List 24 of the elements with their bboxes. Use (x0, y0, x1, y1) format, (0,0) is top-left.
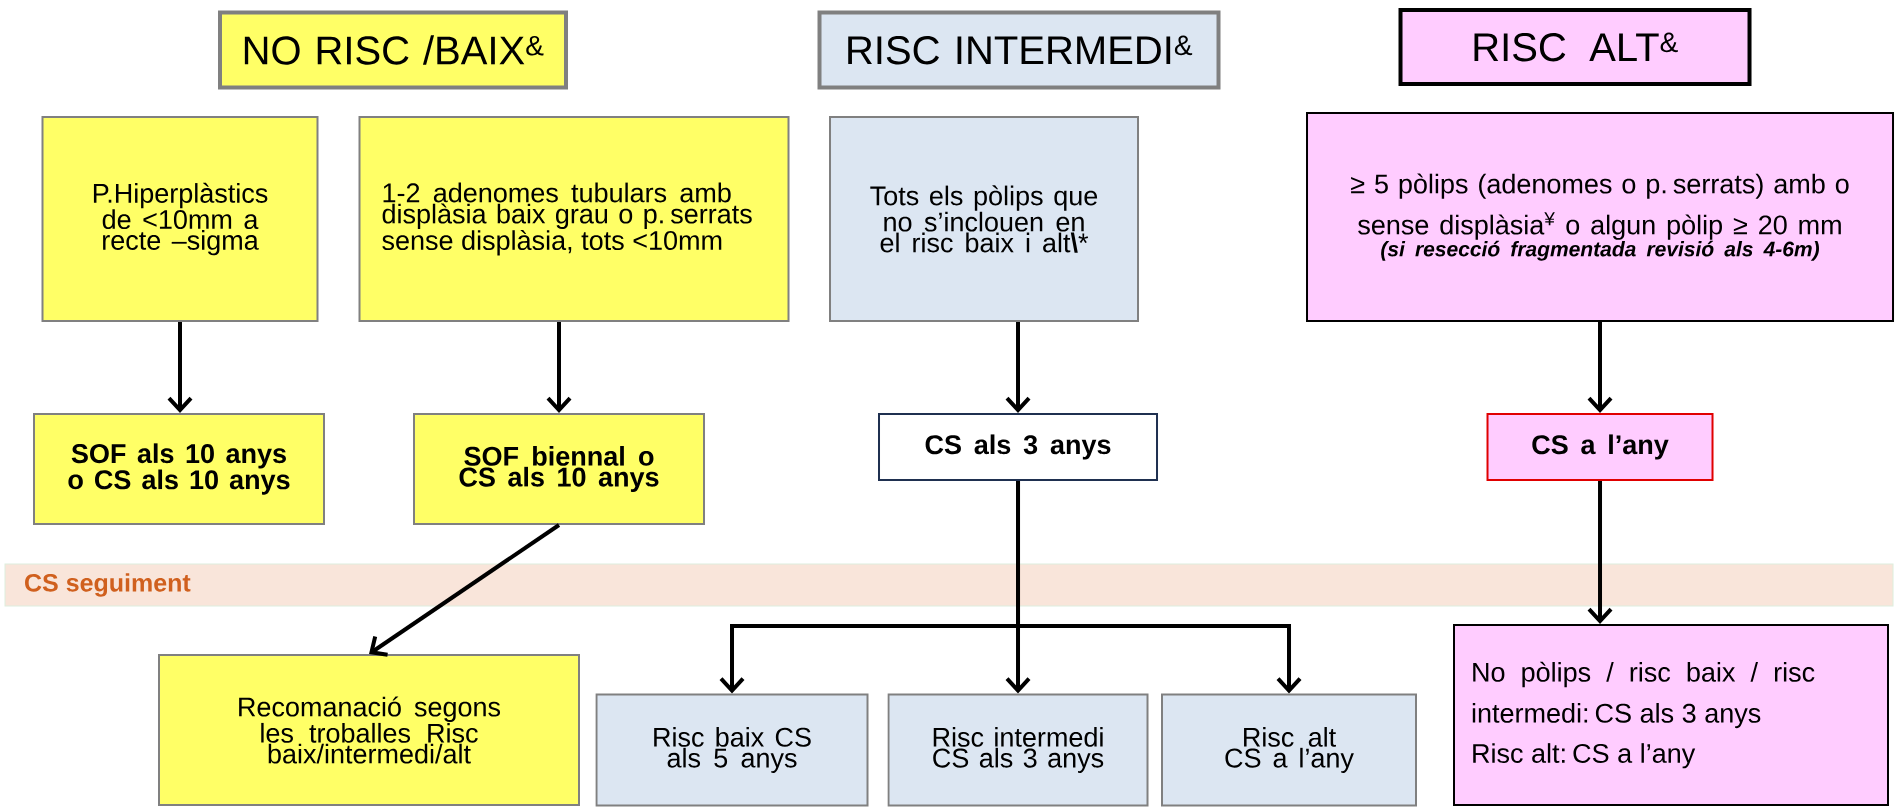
arrow (1587, 481, 1613, 624)
category-header: RISC ALT$^{&}$ (1398, 8, 1752, 86)
followup-box: No pòlips / risc baix / risc intermedi: CS als 3 anys Risc alt: CS a l’any (1453, 624, 1889, 806)
arrow (1587, 322, 1613, 413)
arrow (167, 322, 193, 413)
recommendation-box: CS a l’any (1486, 413, 1714, 481)
recommendation-box: CS als 3 anys (878, 413, 1158, 481)
arrow (1016, 481, 1302, 694)
arrow (1005, 322, 1031, 413)
criteria-box: P.Hiperplàstics de <10mm a recte –sigma (41, 116, 319, 322)
recommendation-box: SOF biennal o CS als 10 anys (413, 413, 705, 525)
criteria-box: 1-2 adenomes tubulars amb displàsia baix grau o p. serrats sense displàsia, tots <10mm (358, 116, 790, 322)
arrow (369, 523, 561, 657)
followup-box: Risc alt CS a l’any (1161, 693, 1417, 807)
criteria-box: Tots els pòlips que no s’inclouen en el risc baix i alt\* (829, 116, 1139, 322)
arrow (546, 322, 572, 413)
category-header: RISC INTERMEDI$^{&}$ (817, 10, 1221, 90)
followup-box: Risc intermedi CS als 3 anys (887, 693, 1149, 807)
recommendation-box: SOF als 10 anys o CS als 10 anys (33, 413, 325, 525)
followup-box: Risc baix CS als 5 anys (595, 693, 869, 807)
criteria-box: ≥ 5 pòlips (adenomes o p. serrats) amb o sense displàsia$^{¥}$ o algun pòlip ≥ 20 mm (si resecció fragmentada revisió als 4-6m) (1306, 112, 1894, 322)
section-band: CS seguiment (4, 563, 1894, 607)
category-header: NO RISC /BAIX$^{&}$ (218, 10, 568, 90)
followup-box: Recomanació segons les troballes Risc baix/intermedi/alt (158, 654, 580, 806)
